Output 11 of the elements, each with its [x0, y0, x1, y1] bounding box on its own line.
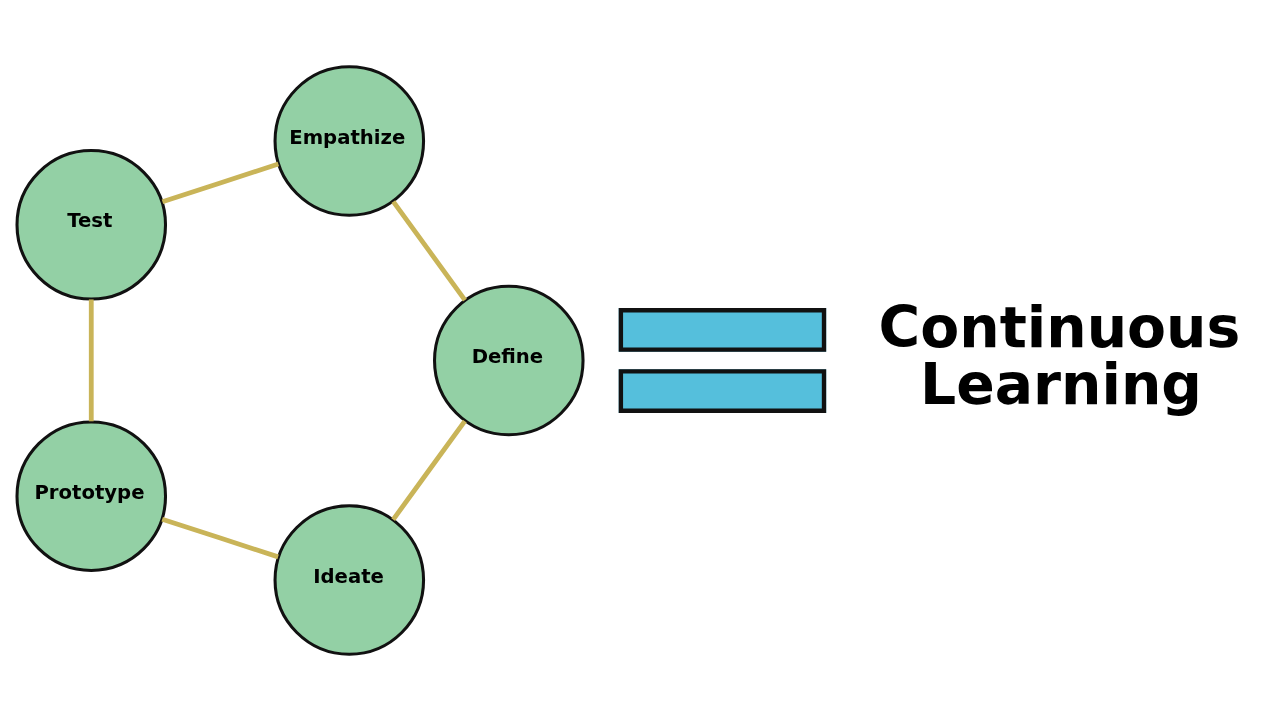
- node-circle: Prototype: [15, 419, 168, 572]
- connector: [161, 516, 279, 559]
- connector: [161, 161, 280, 204]
- connector: [391, 199, 467, 302]
- node-circle: Test: [15, 148, 168, 301]
- label: Continuous Learning: [878, 293, 1241, 417]
- connector: [88, 298, 94, 421]
- node-circle: Define: [433, 284, 585, 436]
- node-circle: Empathize: [273, 64, 426, 217]
- connector: [391, 419, 467, 521]
- node-circle: Ideate: [273, 503, 426, 656]
